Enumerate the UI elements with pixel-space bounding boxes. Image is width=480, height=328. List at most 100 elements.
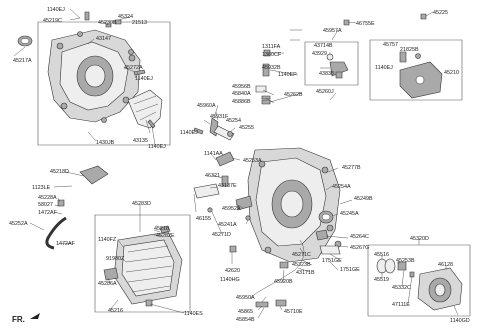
part-label: 45271C <box>292 252 311 258</box>
hose-clamp <box>57 199 65 207</box>
bracket-clip <box>114 19 122 25</box>
air-breather <box>262 63 270 77</box>
transmission-mount-bracket <box>399 61 443 99</box>
valve-body-bolt <box>145 299 153 307</box>
part-label: 21825B <box>400 47 419 53</box>
part-label: 45323B <box>292 262 311 268</box>
output-oil-seal <box>318 210 334 224</box>
mount-bolt-b <box>415 53 421 59</box>
part-label: 45332C <box>392 285 411 291</box>
part-label: 45960A <box>197 103 216 109</box>
part-label: 45324 <box>118 14 133 20</box>
part-label: 45225 <box>433 10 448 16</box>
part-label: 45254A <box>332 184 351 190</box>
leader-lines <box>13 8 459 319</box>
sensor-bracket <box>215 151 235 187</box>
part-label: 45228A <box>38 195 57 201</box>
harness-connector <box>279 261 289 269</box>
part-label: 1140EJ <box>375 65 393 71</box>
part-label: 45950A <box>236 295 255 301</box>
part-label: 1141AA <box>204 151 223 157</box>
oil-filter-bracket <box>79 165 109 185</box>
pump-bushing <box>397 261 407 271</box>
lock-clip <box>335 71 343 79</box>
valve-body <box>113 231 183 305</box>
valve-body-group-box <box>94 214 191 313</box>
part-label: 1140HG <box>220 277 240 283</box>
part-label: 45253B <box>396 258 415 264</box>
part-label: 45267G <box>350 245 369 251</box>
part-label: 45249B <box>354 196 373 202</box>
part-label: 43171B <box>296 270 315 276</box>
part-label: 45757 <box>383 42 398 48</box>
harness-bracket <box>275 299 287 307</box>
part-label: 45320D <box>410 236 429 242</box>
part-label: 46128 <box>438 262 453 268</box>
part-label: 1140ES <box>184 311 203 317</box>
breather-cap <box>263 49 271 57</box>
oil-pump-housing <box>417 267 463 311</box>
pump-group-box <box>367 244 471 317</box>
part-label: 43147 <box>96 36 111 42</box>
part-label: 45854B <box>236 317 255 323</box>
part-label: 45932B <box>262 65 281 71</box>
part-label: 45840A <box>232 91 251 97</box>
breather-bolt <box>255 301 269 308</box>
part-label: 43135 <box>133 138 148 144</box>
part-label: 1140EJ <box>180 130 198 136</box>
case-bolt <box>193 127 204 135</box>
housing-bolt <box>84 11 90 21</box>
part-label: 45230B <box>98 20 117 26</box>
part-label: 45957A <box>323 28 342 34</box>
part-label: 1311FA <box>262 44 281 50</box>
part-label: 43714B <box>314 43 333 49</box>
part-label: 45210 <box>444 70 459 76</box>
part-label: 91980Z <box>106 256 125 262</box>
part-label: 1140EJ <box>135 76 153 82</box>
part-label: 46155 <box>196 216 211 222</box>
part-label: 45272A <box>124 65 143 71</box>
sensor-plug <box>245 215 251 221</box>
part-label: 45245A <box>340 211 359 217</box>
solenoid-cap <box>343 19 350 26</box>
part-label: 45277B <box>342 165 361 171</box>
part-label: 45254 <box>226 118 241 124</box>
washer-small <box>105 23 112 28</box>
converter-housing <box>47 29 141 123</box>
detent-spring <box>159 225 171 234</box>
part-label: 58027 <box>38 202 53 208</box>
part-label: 1472AF <box>38 210 58 216</box>
speed-sensor <box>315 229 329 241</box>
part-label: 45282E <box>156 233 175 239</box>
part-label: 21513 <box>132 20 147 26</box>
oil-seal-ring <box>17 35 33 47</box>
mount-stud <box>399 51 407 63</box>
oil-guide-shield <box>127 89 163 129</box>
part-label: 45865 <box>238 309 253 315</box>
part-label: 45283D <box>132 201 151 207</box>
part-label: 45255 <box>239 125 254 131</box>
oil-strainer <box>103 267 119 281</box>
part-label: 1472AF <box>56 241 76 247</box>
part-label: 45260J <box>316 89 334 95</box>
part-label: 45886B <box>232 99 251 105</box>
part-label: 43838 <box>319 71 334 77</box>
part-label: 1430JB <box>96 140 115 146</box>
part-label: 45956B <box>232 84 251 90</box>
pump-gasket <box>384 258 396 274</box>
part-label: 43929 <box>312 51 327 57</box>
part-label: 45253A <box>243 158 262 164</box>
front-direction-label: FR. <box>12 315 25 324</box>
solenoid-body <box>329 61 349 77</box>
mount-nut <box>229 245 237 253</box>
housing-stud <box>133 69 146 76</box>
part-label: 45931F <box>210 114 229 120</box>
part-label: 45286A <box>98 281 117 287</box>
part-label: 45952A <box>222 206 241 212</box>
part-label: 45218 <box>154 226 169 232</box>
part-label: 1751GE <box>340 267 360 273</box>
part-label: 45217A <box>13 58 32 64</box>
part-label: 1140EJ <box>47 7 65 13</box>
spacer-bracket <box>193 183 220 199</box>
